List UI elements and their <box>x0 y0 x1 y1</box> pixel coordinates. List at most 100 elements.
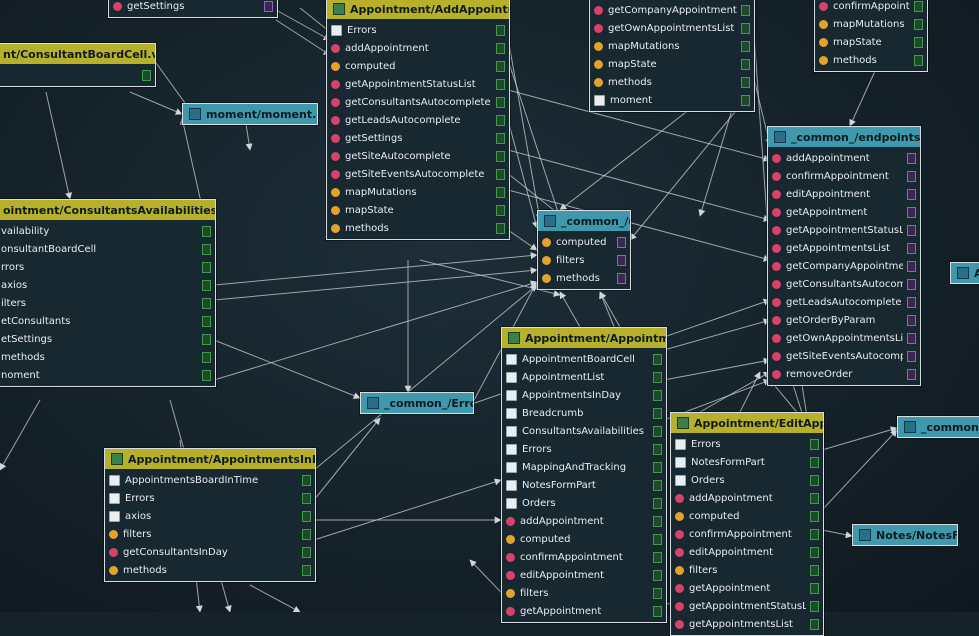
member-row[interactable]: ilters <box>0 294 215 312</box>
connector-port-icon[interactable] <box>617 236 626 248</box>
member-row[interactable]: getAppointmentStatusList <box>327 75 509 93</box>
member-row[interactable]: computed <box>502 530 666 548</box>
connector-port-icon[interactable] <box>810 474 819 486</box>
member-row[interactable]: computed <box>671 507 823 525</box>
connector-port-icon[interactable] <box>496 42 505 54</box>
member-row[interactable]: computed <box>538 233 630 251</box>
connector-port-icon[interactable] <box>302 528 311 540</box>
connector-port-icon[interactable] <box>810 582 819 594</box>
connector-port-icon[interactable] <box>202 315 211 327</box>
connector-port-icon[interactable] <box>907 260 916 272</box>
member-row[interactable]: getConsultantsInDay <box>105 543 315 561</box>
connector-port-icon[interactable] <box>907 314 916 326</box>
member-row[interactable]: Breadcrumb <box>502 404 666 422</box>
connector-port-icon[interactable] <box>907 332 916 344</box>
member-row[interactable]: getAppointmentsList <box>671 615 823 633</box>
member-row[interactable]: removeOrder <box>768 365 920 383</box>
member-row[interactable]: mapState <box>327 201 509 219</box>
connector-port-icon[interactable] <box>810 600 819 612</box>
member-row[interactable]: vailability <box>0 222 215 240</box>
member-row[interactable]: AppointmentsInDay <box>502 386 666 404</box>
member-row[interactable]: methods <box>590 73 754 91</box>
member-row[interactable]: getAppointmentStatusList <box>768 221 920 239</box>
member-row[interactable]: Orders <box>502 494 666 512</box>
connector-port-icon[interactable] <box>202 351 211 363</box>
node-errors[interactable]: _common_/Errors.js <box>360 392 474 414</box>
member-row[interactable]: Errors <box>105 489 315 507</box>
connector-port-icon[interactable] <box>496 60 505 72</box>
connector-port-icon[interactable] <box>653 587 662 599</box>
member-row[interactable]: confirmAppointment <box>768 167 920 185</box>
member-row[interactable]: addAppointment <box>671 489 823 507</box>
member-row[interactable]: filters <box>671 561 823 579</box>
connector-port-icon[interactable] <box>202 279 211 291</box>
connector-port-icon[interactable] <box>496 222 505 234</box>
connector-port-icon[interactable] <box>653 479 662 491</box>
member-row[interactable]: mapState <box>815 33 927 51</box>
member-row[interactable]: getLeadsAutocomplete <box>768 293 920 311</box>
connector-port-icon[interactable] <box>907 296 916 308</box>
connector-port-icon[interactable] <box>496 78 505 90</box>
connector-port-icon[interactable] <box>907 224 916 236</box>
member-row[interactable]: axios <box>0 276 215 294</box>
connector-port-icon[interactable] <box>810 492 819 504</box>
connector-port-icon[interactable] <box>302 546 311 558</box>
connector-port-icon[interactable] <box>142 69 151 81</box>
member-row[interactable]: Orders <box>671 471 823 489</box>
member-row[interactable]: filters <box>105 525 315 543</box>
member-row[interactable]: etConsultants <box>0 312 215 330</box>
connector-port-icon[interactable] <box>914 0 923 12</box>
member-row[interactable]: addAppointment <box>502 512 666 530</box>
node-confirm-appointment-fragment[interactable]: confirmAppointmentmapMutationsmapStateme… <box>814 0 928 72</box>
connector-port-icon[interactable] <box>653 389 662 401</box>
connector-port-icon[interactable] <box>653 425 662 437</box>
connector-port-icon[interactable] <box>810 564 819 576</box>
member-row[interactable]: getAppointment <box>768 203 920 221</box>
member-row[interactable]: getAppointmentStatusList <box>671 597 823 615</box>
connector-port-icon[interactable] <box>264 0 273 12</box>
connector-port-icon[interactable] <box>496 114 505 126</box>
member-row[interactable]: getAppointment <box>502 602 666 620</box>
member-row[interactable]: getSettings <box>109 0 277 15</box>
connector-port-icon[interactable] <box>907 206 916 218</box>
connector-port-icon[interactable] <box>914 54 923 66</box>
member-row[interactable]: confirmAppointment <box>671 525 823 543</box>
connector-port-icon[interactable] <box>617 254 626 266</box>
member-row[interactable]: editAppointment <box>768 185 920 203</box>
member-row[interactable]: onsultantBoardCell <box>0 240 215 258</box>
member-row[interactable]: getSiteAutocomplete <box>327 147 509 165</box>
member-row[interactable]: methods <box>105 561 315 579</box>
member-row[interactable]: getConsultantsAutocomplete <box>768 275 920 293</box>
member-row[interactable]: computed <box>327 57 509 75</box>
member-row[interactable]: AppointmentBoardCell <box>502 350 666 368</box>
member-row[interactable]: editAppointment <box>671 543 823 561</box>
connector-port-icon[interactable] <box>302 510 311 522</box>
connector-port-icon[interactable] <box>202 261 211 273</box>
member-row[interactable]: getOwnAppointmentsList <box>768 329 920 347</box>
member-row[interactable]: noment <box>0 366 215 384</box>
member-row[interactable]: getSiteEventsAutocomplete <box>327 165 509 183</box>
node-consultant-board-cell[interactable]: nt/ConsultantBoardCell.vue <box>0 43 156 87</box>
connector-port-icon[interactable] <box>653 551 662 563</box>
member-row[interactable]: editAppointment <box>502 566 666 584</box>
member-row[interactable]: getCompanyAppointmentsList <box>590 1 754 19</box>
connector-port-icon[interactable] <box>810 528 819 540</box>
connector-port-icon[interactable] <box>496 204 505 216</box>
member-row[interactable]: mapMutations <box>590 37 754 55</box>
connector-port-icon[interactable] <box>810 618 819 630</box>
member-row[interactable]: moment <box>590 91 754 109</box>
connector-port-icon[interactable] <box>496 186 505 198</box>
connector-port-icon[interactable] <box>302 564 311 576</box>
member-row[interactable]: getAppointment <box>671 579 823 597</box>
connector-port-icon[interactable] <box>496 96 505 108</box>
connector-port-icon[interactable] <box>907 242 916 254</box>
connector-port-icon[interactable] <box>653 353 662 365</box>
member-row[interactable]: Errors <box>671 435 823 453</box>
connector-port-icon[interactable] <box>202 369 211 381</box>
member-row[interactable]: getSettings <box>327 129 509 147</box>
member-row[interactable]: filters <box>538 251 630 269</box>
connector-port-icon[interactable] <box>907 188 916 200</box>
member-row[interactable]: mapMutations <box>327 183 509 201</box>
member-row[interactable]: Errors <box>502 440 666 458</box>
connector-port-icon[interactable] <box>653 443 662 455</box>
